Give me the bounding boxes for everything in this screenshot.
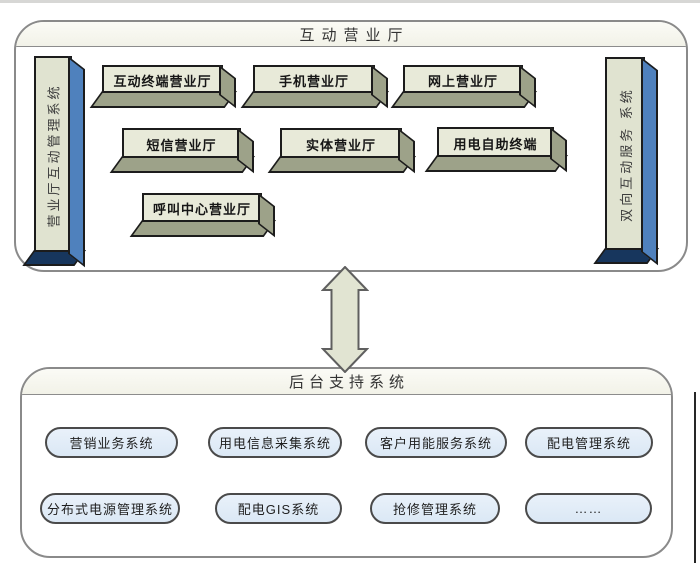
- top-panel-title: 互动营业厅: [16, 22, 686, 47]
- pill-electricity-info-collection-system: 用电信息采集系统: [208, 427, 342, 458]
- pill-repair-management-system: 抢修管理系统: [370, 493, 500, 524]
- pill-label: 配电管理系统: [546, 436, 631, 451]
- pillar-bidirectional-service: 双向互动服务 系统: [605, 57, 645, 252]
- pill-label: ……: [574, 501, 603, 516]
- scan-edge-artifact: [694, 392, 696, 563]
- bottom-panel-title: 后台支持系统: [22, 369, 671, 395]
- double-arrow-icon: [321, 266, 369, 373]
- pill-label: 抢修管理系统: [392, 502, 477, 517]
- pill-label: 分布式电源管理系统: [46, 502, 173, 517]
- node-online-hall: 网上营业厅: [403, 65, 523, 95]
- pill-distribution-gis-system: 配电GIS系统: [215, 493, 342, 524]
- pill-label: 营销业务系统: [69, 436, 154, 451]
- node-physical-hall: 实体营业厅: [280, 128, 402, 160]
- node-label: 短信营业厅: [146, 137, 217, 153]
- node-mobile-hall: 手机营业厅: [253, 65, 375, 95]
- pill-marketing-system: 营销业务系统: [45, 427, 178, 458]
- pill-label: 客户用能服务系统: [379, 436, 492, 451]
- node-label: 用电自助终端: [453, 136, 538, 152]
- pillar-right-label: 双向互动服务 系统: [618, 87, 634, 222]
- node-label: 网上营业厅: [427, 73, 498, 89]
- pill-customer-energy-service-system: 客户用能服务系统: [365, 427, 507, 458]
- pill-label: 配电GIS系统: [237, 502, 320, 517]
- pill-distributed-power-management-system: 分布式电源管理系统: [40, 493, 180, 524]
- page-top-edge: [0, 0, 700, 3]
- node-label: 手机营业厅: [278, 73, 349, 89]
- node-self-service-terminal: 用电自助终端: [437, 127, 554, 159]
- pill-label: 用电信息采集系统: [218, 436, 331, 451]
- node-label: 呼叫中心营业厅: [152, 202, 251, 217]
- node-call-center-hall: 呼叫中心营业厅: [142, 193, 262, 224]
- pillar-hall-interaction-management: 营业厅互动管理系统: [34, 56, 72, 254]
- backend-support-panel: 后台支持系统: [20, 367, 673, 558]
- node-label: 实体营业厅: [305, 137, 376, 153]
- node-sms-hall: 短信营业厅: [122, 128, 241, 160]
- node-label: 互动终端营业厅: [113, 73, 212, 89]
- pill-distribution-management-system: 配电管理系统: [525, 427, 653, 458]
- pill-ellipsis-more-systems: ……: [525, 493, 652, 524]
- node-interactive-terminal-hall: 互动终端营业厅: [102, 65, 223, 95]
- pillar-left-label: 营业厅互动管理系统: [46, 82, 62, 228]
